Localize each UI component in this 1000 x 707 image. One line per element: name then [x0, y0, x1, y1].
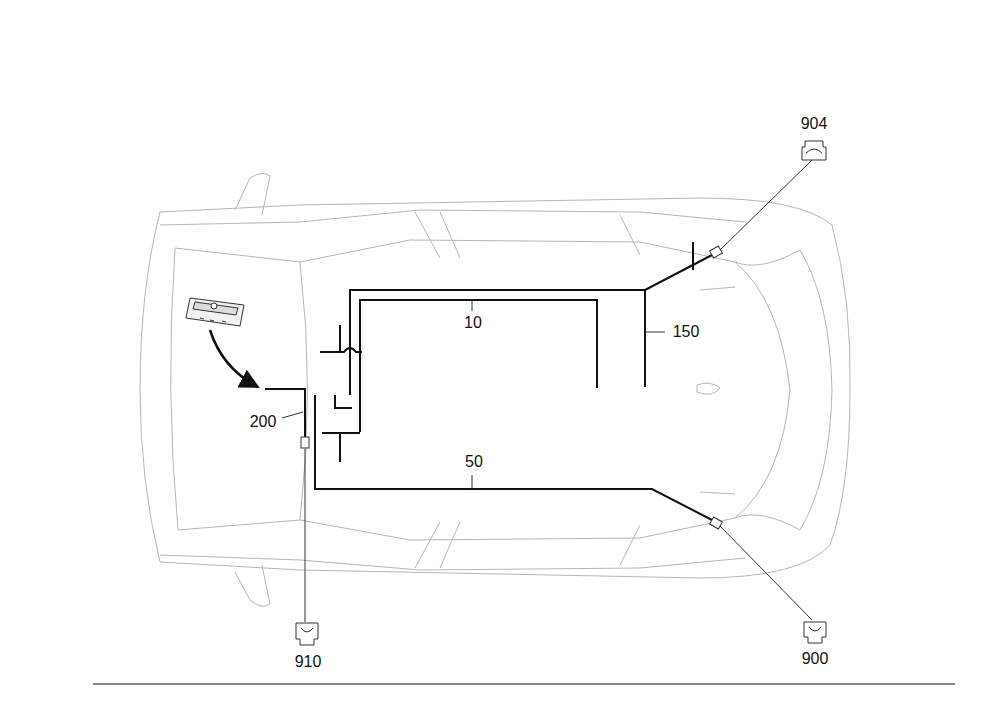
connector-symbol: [296, 141, 826, 645]
callout-number: 10: [464, 315, 482, 331]
callout-number: 904: [801, 116, 828, 132]
pointer-arrow: [210, 330, 258, 387]
callout-number: 910: [295, 654, 322, 670]
car-outline: [140, 173, 850, 606]
wire-harness: [265, 242, 712, 520]
callout-number: 200: [250, 414, 277, 430]
leader-line: [282, 160, 812, 622]
callout-number: 50: [465, 454, 483, 470]
page-rule: [93, 683, 955, 684]
callout-number: 150: [673, 324, 700, 340]
harness-connector: [301, 246, 722, 529]
callout-number: 900: [802, 651, 829, 667]
control-module: [186, 298, 244, 326]
